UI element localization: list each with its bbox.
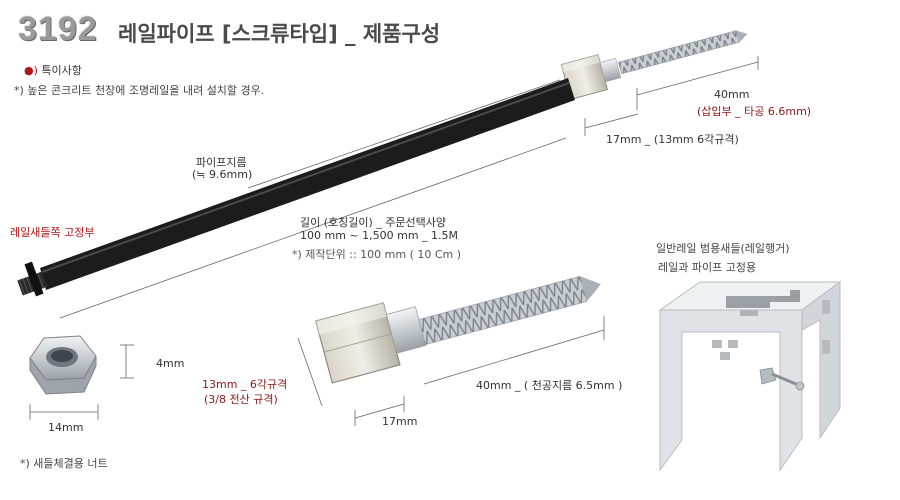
top-screw-hex-spec: 17mm _ (13mm 6각규격) (606, 133, 739, 146)
top-screw-insertion-note: (삽입부 _ 타공 6.6mm) (697, 105, 812, 118)
pipe-length-range: 100 mm ~ 1,500 mm _ 1.5M (300, 229, 459, 242)
top-screw (560, 30, 748, 100)
pipe-diameter-value: (≒ 9.6mm) (192, 168, 253, 181)
hex-nut (29, 335, 97, 395)
special-notes: ●) 특이사항 (24, 62, 82, 78)
nut-height-label: 4mm (156, 357, 185, 370)
bottom-screw-dimensions (297, 316, 605, 426)
usage-note: *) 높은 콘크리트 천장에 조명레일을 내려 설치할 경우. (14, 84, 265, 97)
saddle-side-fixing-label: 레일새들쪽 고정부 (10, 226, 95, 239)
top-screw-dimensions (584, 56, 759, 136)
rail-saddle (658, 281, 842, 472)
nut-width-label: 14mm (48, 421, 84, 434)
special-label: 특이사항 (41, 64, 82, 77)
rail-pipe (17, 78, 575, 297)
production-unit-note: *) 제작단위 :: 100 mm ( 10 Cm ) (292, 248, 462, 261)
bottom-screw-length-label: 40mm _ ( 천공지름 6.5mm ) (476, 379, 623, 392)
saddle-title: 일반레일 범용새들(레일행거) (656, 242, 790, 255)
nut-dimensions (29, 344, 134, 420)
bottom-hex-length-label: 17mm (382, 415, 418, 428)
bottom-hex-height-label: 13mm _ 6각규격 (202, 378, 288, 391)
model-number: 3192 (18, 10, 98, 48)
saddle-subtitle: 레일과 파이프 고정용 (658, 261, 757, 274)
bullet-icon: ●) (24, 64, 38, 77)
top-screw-length: 40mm (714, 88, 750, 101)
bottom-thread-spec-label: (3/8 전산 규격) (204, 393, 278, 406)
pipe-length-dimension (59, 79, 567, 319)
pipe-length-label: 길이 (호칭길이) _ 주문선택사양 (300, 216, 447, 229)
page-title: 레일파이프 [스크류타입] _ 제품구성 (118, 22, 441, 46)
pipe-diameter-label: 파이프지름 (196, 156, 247, 169)
nut-note: *) 새들체결용 너트 (20, 457, 108, 470)
bottom-screw (314, 275, 601, 384)
